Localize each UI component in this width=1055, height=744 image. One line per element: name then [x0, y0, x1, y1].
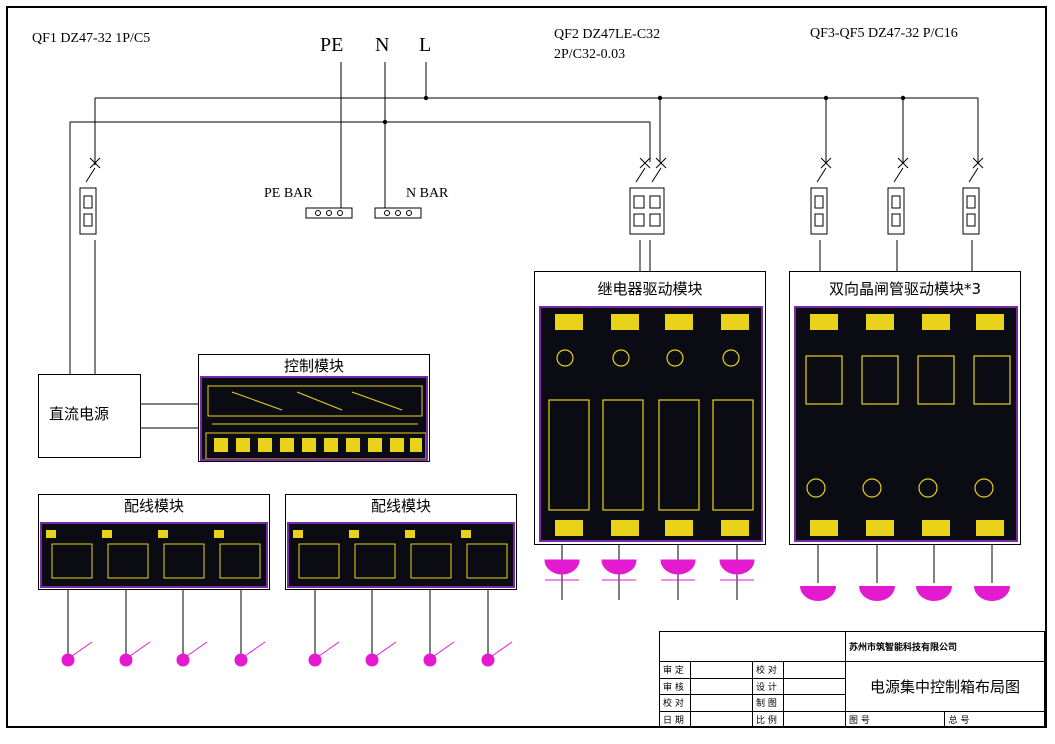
- n-bar-terminal: [374, 207, 422, 219]
- n-supply-label: N: [375, 34, 390, 56]
- sensor-icon: [365, 653, 379, 667]
- sensor-icon: [119, 653, 133, 667]
- qf3-breaker-icon: [810, 157, 832, 235]
- qf1-breaker-icon: [79, 157, 101, 235]
- qf1-label: QF1 DZ47-32 1P/C5: [32, 31, 151, 46]
- qf5-breaker-icon: [962, 157, 984, 235]
- triac-driver-module: 双向晶闸管驱动模块*3: [789, 271, 1021, 545]
- relay-pcb: [539, 306, 763, 542]
- triac-module-title: 双向晶闸管驱动模块*3: [828, 280, 982, 298]
- company-name: 苏州市筑智能科技有限公司: [845, 631, 1045, 662]
- l-supply-label: L: [419, 34, 432, 56]
- pe-supply-label: PE: [320, 34, 344, 56]
- wiring-module-left: 配线模块: [38, 494, 270, 590]
- lamp-icon: [719, 559, 755, 575]
- sensor-icon: [234, 653, 248, 667]
- wiring-module-left-title: 配线模块: [123, 497, 184, 515]
- relay-driver-module: 继电器驱动模块: [534, 271, 766, 545]
- pe-bar-label: PE BAR: [264, 186, 313, 201]
- qf4-breaker-icon: [887, 157, 909, 235]
- title-block: 苏州市筑智能科技有限公司 审 定 校 对 电源集中控制箱布局图 审 核 设 计 …: [659, 631, 1045, 728]
- drawing-frame: [6, 6, 1047, 728]
- qf3-5-label: QF3-QF5 DZ47-32 P/C16: [810, 26, 958, 41]
- sensor-icon: [423, 653, 437, 667]
- drawing-title: 电源集中控制箱布局图: [845, 661, 1045, 712]
- qf2-breaker-icon: [629, 157, 667, 235]
- dc-power-supply: 直流电源: [38, 374, 141, 458]
- wiring-module-right: 配线模块: [285, 494, 517, 590]
- lamp-icon: [601, 559, 637, 575]
- triac-pcb: [794, 306, 1018, 542]
- qf2-label-line1: QF2 DZ47LE-C32: [554, 27, 661, 42]
- dc-supply-label: 直流电源: [49, 405, 110, 423]
- control-pcb: [200, 376, 428, 461]
- wiring-pcb-right: [287, 522, 515, 588]
- sensor-icon: [308, 653, 322, 667]
- wiring-pcb-left: [40, 522, 268, 588]
- relay-lamps: [544, 559, 755, 581]
- lamp-icon: [859, 586, 895, 601]
- lamp-icon: [916, 586, 952, 601]
- breaker-symbols: [79, 157, 984, 235]
- n-bar-label: N BAR: [406, 186, 449, 201]
- lamp-icon: [800, 586, 836, 601]
- lamp-icon: [544, 559, 580, 575]
- sensor-icon: [481, 653, 495, 667]
- pe-bar-terminal: [305, 207, 353, 219]
- triac-lamps: [800, 586, 1010, 601]
- wiring-module-right-title: 配线模块: [370, 497, 431, 515]
- lamp-icon: [660, 559, 696, 575]
- lamp-icon: [974, 586, 1010, 601]
- control-module: 控制模块: [198, 354, 430, 462]
- relay-module-title: 继电器驱动模块: [597, 280, 703, 298]
- control-module-title: 控制模块: [283, 357, 344, 375]
- qf2-label-line2: 2P/C32-0.03: [554, 47, 626, 62]
- sensor-icon: [61, 653, 75, 667]
- sensor-probes: [61, 641, 513, 667]
- sensor-icon: [176, 653, 190, 667]
